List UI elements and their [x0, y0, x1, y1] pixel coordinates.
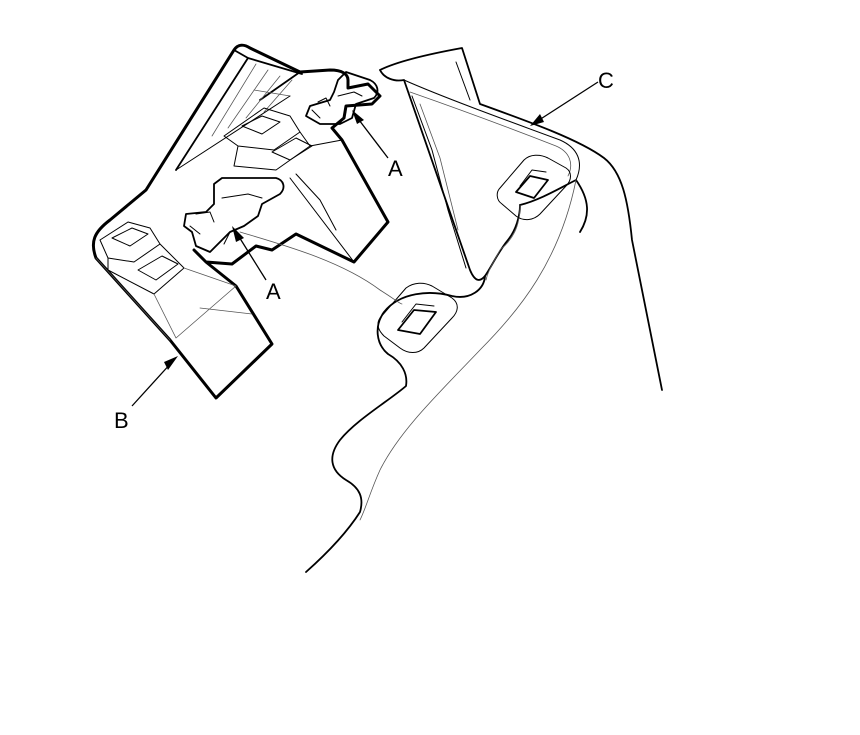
panel-lower-slot [397, 309, 437, 335]
panel-top-lip-inner [409, 91, 572, 177]
arrow-a-lower [232, 226, 244, 242]
arrow-b [164, 356, 178, 370]
callout-leaders [131, 81, 599, 407]
panel-outline [379, 47, 663, 391]
panel-body-contour [305, 179, 588, 573]
bracket-lower-pad-2 [137, 255, 179, 281]
panel-upper-slot-frame [496, 154, 571, 221]
panel-face-line [359, 179, 577, 521]
panel-inner-corner [455, 47, 471, 101]
clip-lower-body [183, 177, 285, 253]
leader-a-upper [355, 115, 389, 159]
clip-upper-body [305, 71, 379, 125]
clip-a-upper [305, 71, 379, 125]
bracket-harness-line [239, 231, 403, 305]
panel-lower-slot-inner [401, 303, 435, 323]
trim-panel-c [305, 47, 663, 573]
arrow-c [530, 114, 544, 126]
panel-upper-slot [515, 175, 549, 199]
bracket-front-face [95, 257, 253, 341]
panel-lower-slot-frame [377, 282, 458, 353]
clip-upper-detail [311, 91, 363, 125]
arrow-a-upper [352, 110, 364, 124]
bracket-outline [91, 43, 390, 400]
panel-inner-wall-2 [419, 103, 459, 231]
leader-a-lower [235, 231, 267, 281]
bracket-upper-pad [241, 115, 281, 135]
leader-c [535, 81, 599, 123]
bracket-top-ribs [211, 63, 293, 137]
bracket-top-ridge [175, 49, 303, 171]
panel-face-line-2 [485, 204, 521, 281]
label-a-upper: A [388, 156, 403, 181]
leader-b [131, 361, 173, 407]
bracket-upper-block [223, 107, 311, 171]
panel-upper-slot-inner [519, 169, 547, 187]
label-c: C [598, 68, 614, 93]
clip-a-lower [183, 177, 285, 253]
bracket-mid-face [175, 95, 355, 263]
label-b: B [114, 408, 129, 433]
label-a-lower: A [266, 279, 281, 304]
bracket-lower-pad [111, 227, 149, 247]
panel-top-lip [403, 79, 580, 181]
bracket-lower-block [99, 221, 185, 295]
callout-labels: A A B C [114, 68, 614, 433]
bracket-b [91, 43, 403, 400]
clip-lower-detail [189, 193, 263, 245]
panel-inner-wall [411, 95, 467, 269]
